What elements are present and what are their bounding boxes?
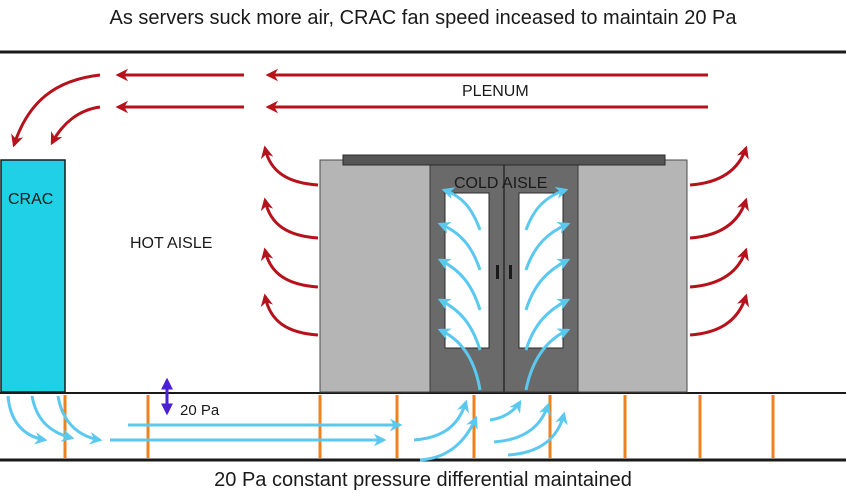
hot-exhaust-left xyxy=(260,145,319,337)
hot-aisle-label: HOT AISLE xyxy=(130,235,213,252)
containment-roof xyxy=(342,154,666,166)
hot-exhaust-right xyxy=(689,145,750,337)
door-window-right xyxy=(518,192,564,349)
plenum-label: PLENUM xyxy=(462,83,529,100)
rack-left xyxy=(319,159,431,393)
plenum-return-arrows xyxy=(11,68,708,148)
cold-aisle-arrows xyxy=(437,186,571,391)
crac-label: CRAC xyxy=(8,191,54,208)
rack-right xyxy=(577,159,688,393)
crac-unit xyxy=(0,159,66,393)
cold-aisle-label: COLD AISLE xyxy=(454,175,548,192)
cold-supply-arrows xyxy=(6,395,403,447)
cold-tile-arrows xyxy=(413,399,568,462)
diagram-footer: 20 Pa constant pressure differential mai… xyxy=(214,469,632,491)
door-handle-right xyxy=(509,265,512,279)
door-handle-left xyxy=(496,265,499,279)
pressure-label: 20 Pa xyxy=(180,402,220,419)
diagram-title: As servers suck more air, CRAC fan speed… xyxy=(109,7,737,29)
